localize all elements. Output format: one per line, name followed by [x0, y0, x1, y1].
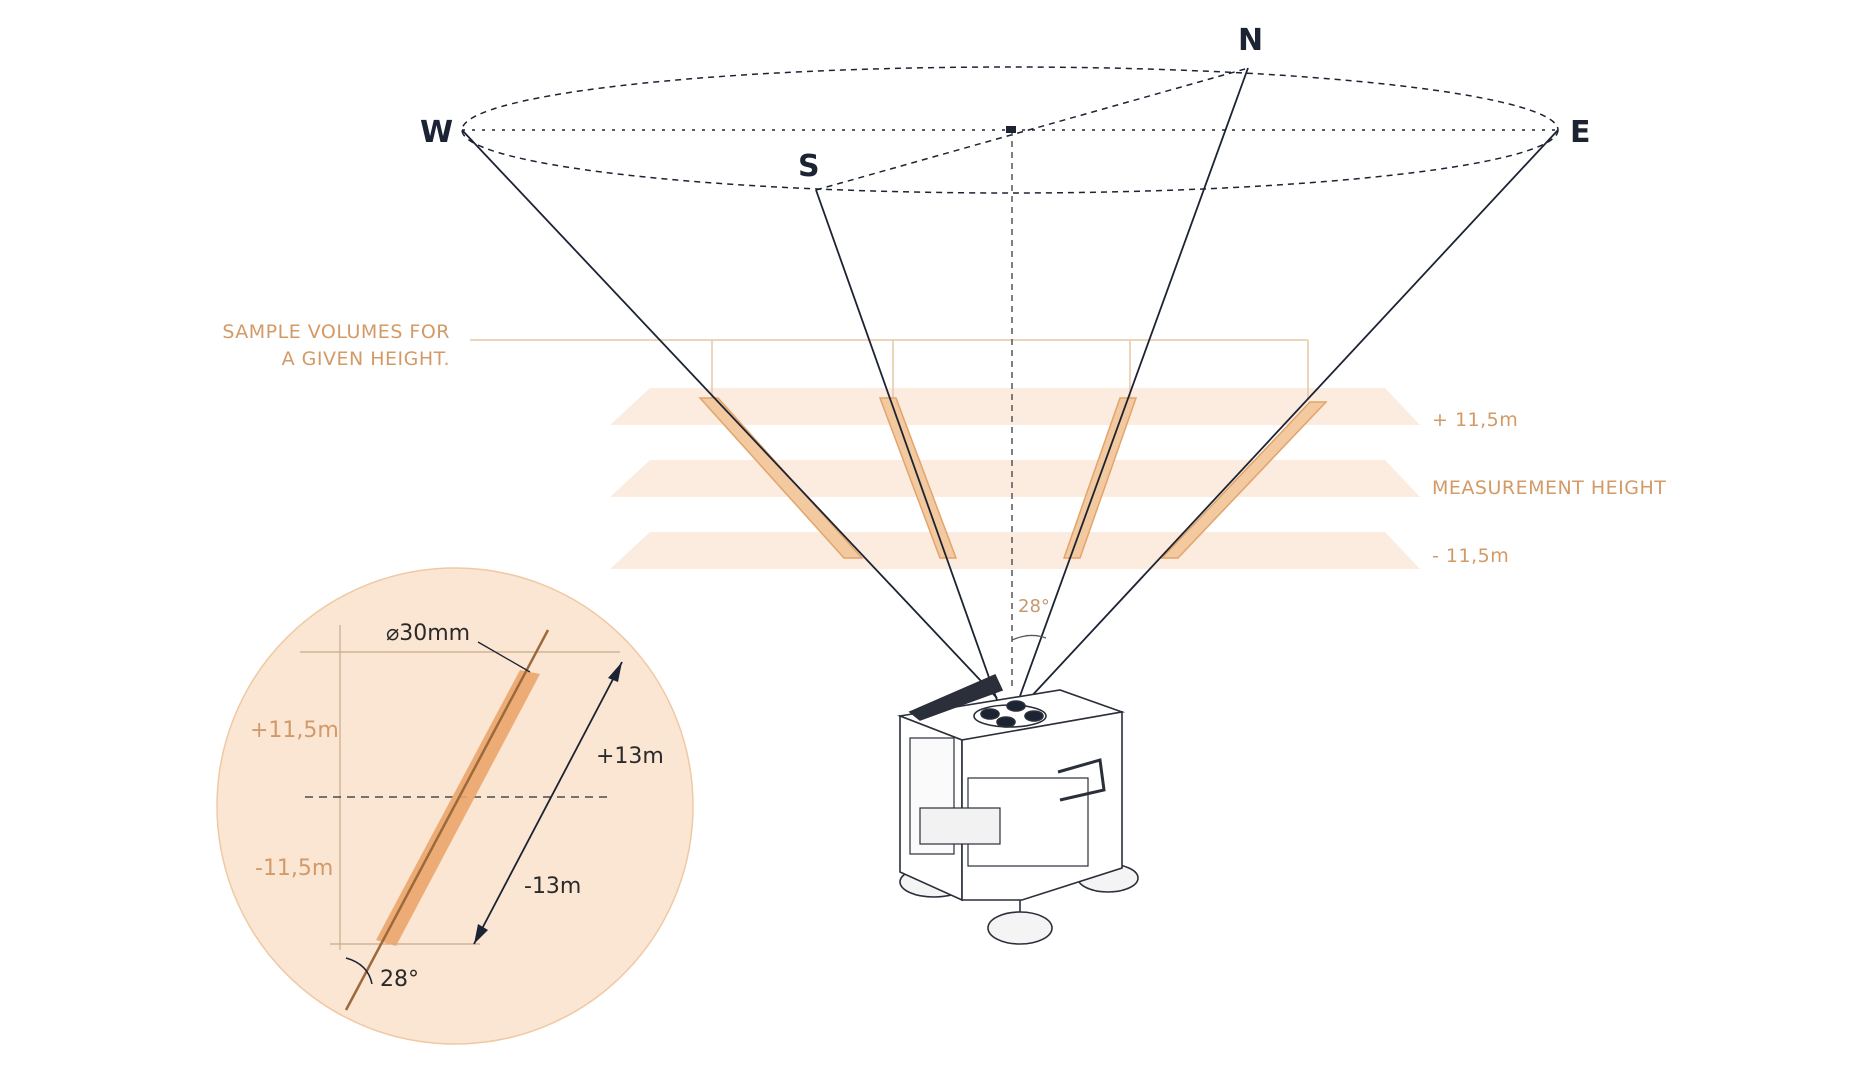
inset-lower-length: -13m — [524, 874, 581, 899]
compass-north: N — [1238, 23, 1263, 58]
inset-upper-length: +13m — [596, 744, 664, 769]
compass-south: S — [798, 149, 820, 184]
side-vent — [919, 807, 1001, 845]
south-north-axis — [815, 68, 1246, 191]
height-planes — [610, 388, 1420, 569]
middle-plane — [610, 460, 1420, 497]
scan-circle — [461, 66, 1559, 688]
sample-volume-east — [1160, 401, 1328, 559]
inset-angle-arc — [345, 957, 373, 985]
port-2 — [1006, 700, 1026, 712]
sample-volume-west — [698, 397, 864, 559]
upper-height-label: + 11,5m — [1432, 409, 1518, 431]
inset-lower-height: -11,5m — [255, 856, 333, 881]
port-4 — [1024, 710, 1044, 722]
port-3 — [996, 716, 1016, 728]
beam-east — [1027, 129, 1559, 701]
upper-plane — [610, 388, 1420, 425]
inset-length-arrow — [473, 661, 623, 945]
inset-beam — [344, 629, 550, 1011]
sample-volumes-label-line2: A GIVEN HEIGHT. — [282, 348, 450, 370]
center-marker — [1006, 126, 1016, 133]
lower-height-label: - 11,5m — [1432, 545, 1509, 567]
inset-diameter-leader — [477, 641, 531, 673]
laser-beams — [461, 67, 1559, 701]
measurement-height-label: MEASUREMENT HEIGHT — [1432, 477, 1666, 499]
beam-angle-label: 28° — [1018, 596, 1050, 617]
foot-front — [987, 911, 1053, 945]
beam-west — [461, 129, 998, 699]
inset-arrow-head-top — [608, 662, 622, 682]
device-handle — [1057, 758, 1106, 802]
inset-angle-label: 28° — [380, 967, 419, 992]
beam-north — [1019, 67, 1249, 697]
sample-volumes — [698, 397, 1328, 559]
compass-west: W — [420, 115, 453, 150]
lidar-device — [896, 673, 1139, 945]
inset-diameter-label: ⌀30mm — [386, 621, 470, 646]
inset-arrow-head-bottom — [474, 924, 488, 944]
inset-detail: ⌀30mm +11,5m -11,5m +13m -13m 28° — [216, 567, 694, 1045]
beam-angle-arc — [1011, 634, 1047, 641]
beam-south — [815, 189, 998, 701]
sample-volume-bracket — [470, 339, 1309, 398]
compass-east: E — [1570, 115, 1591, 150]
port-1 — [980, 708, 1000, 720]
lower-plane — [610, 532, 1420, 569]
sample-volumes-label-line1: SAMPLE VOLUMES FOR — [222, 321, 450, 343]
inset-upper-height: +11,5m — [250, 718, 339, 743]
device-sensor — [908, 673, 1004, 721]
